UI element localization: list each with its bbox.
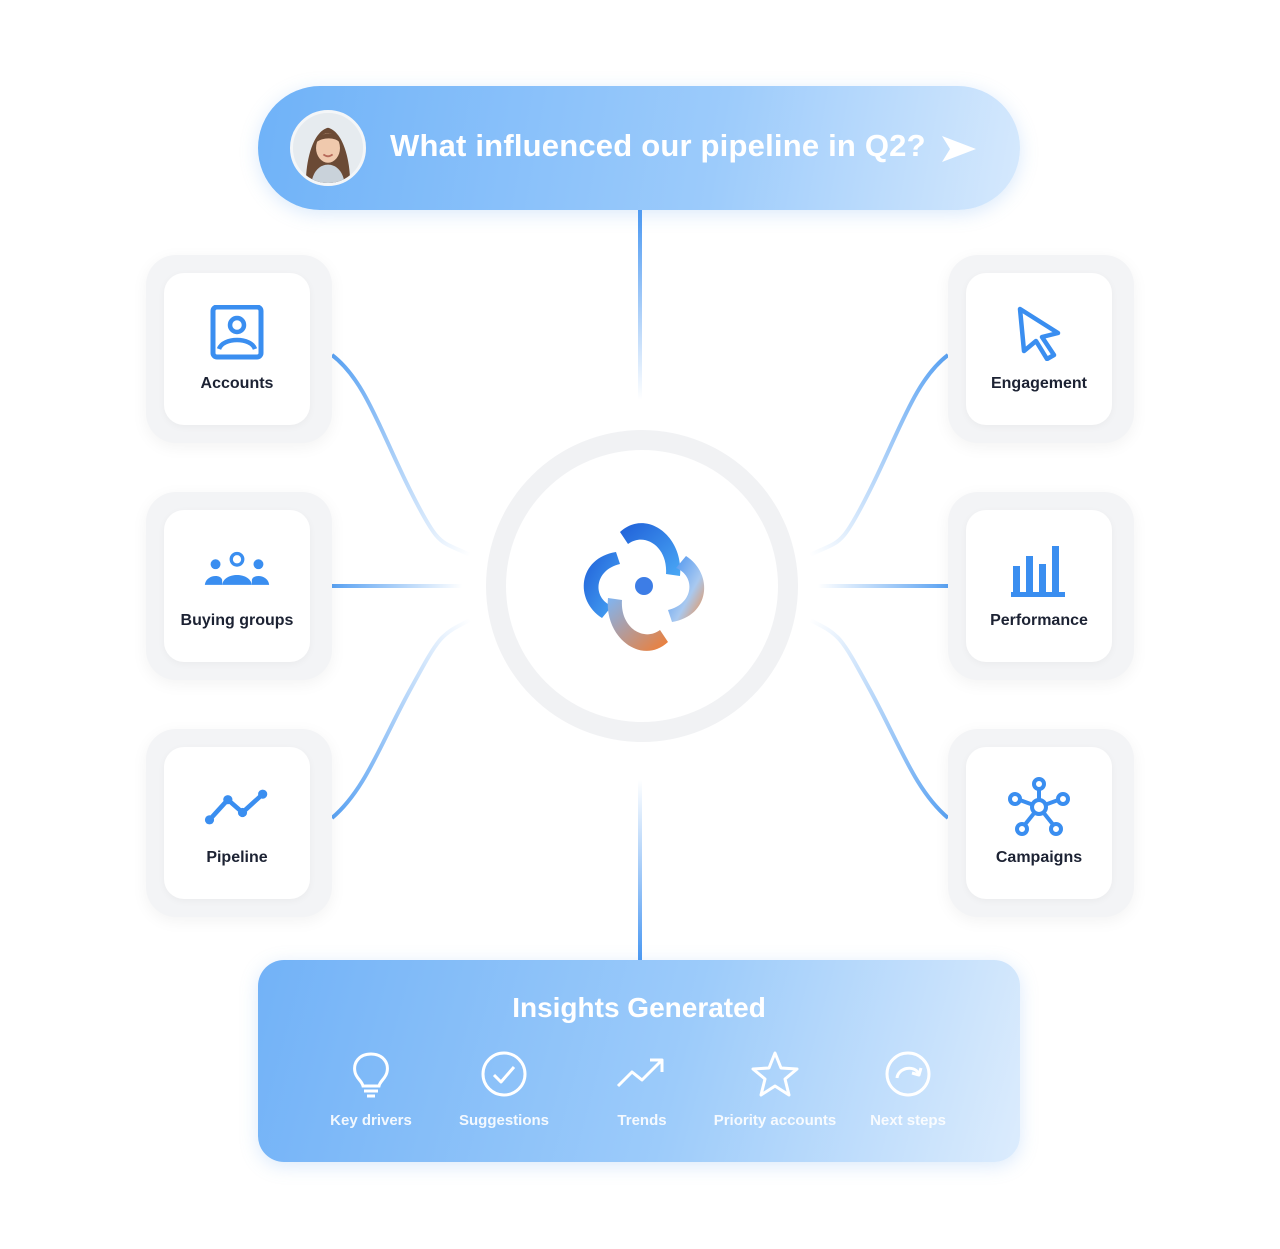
lightbulb-icon (353, 1052, 389, 1098)
card-performance[interactable]: Performance (966, 510, 1112, 662)
card-campaigns-frame: Campaigns (948, 729, 1134, 917)
insight-suggestions[interactable]: Suggestions (429, 1048, 579, 1138)
cursor-pointer-icon (1006, 303, 1072, 363)
card-accounts-frame: Accounts (146, 255, 332, 443)
connector-top (638, 210, 642, 400)
avatar-photo-icon (293, 113, 363, 183)
insights-panel: Insights Generated Key drivers Suggestio… (258, 960, 1020, 1162)
people-group-icon (204, 540, 270, 600)
connector-engagement (809, 353, 950, 557)
star-icon (751, 1051, 799, 1097)
card-label: Campaigns (995, 849, 1083, 866)
connector-buying-groups (332, 584, 462, 588)
user-avatar (290, 110, 366, 186)
connector-accounts (330, 353, 471, 557)
card-label: Performance (990, 612, 1088, 629)
insight-label: Key drivers (330, 1112, 412, 1129)
insight-priority-accounts[interactable]: Priority accounts (700, 1048, 850, 1138)
insight-key-drivers[interactable]: Key drivers (296, 1048, 446, 1138)
account-portrait-icon (204, 303, 270, 363)
redo-circle-icon (885, 1051, 931, 1097)
card-accounts[interactable]: Accounts (164, 273, 310, 425)
insights-title: Insights Generated (512, 992, 766, 1023)
card-label: Pipeline (206, 849, 268, 866)
card-performance-frame: Performance (948, 492, 1134, 680)
card-pipeline[interactable]: Pipeline (164, 747, 310, 899)
query-bar[interactable]: What influenced our pipeline in Q2? (258, 86, 1020, 210)
bar-chart-icon (1006, 540, 1072, 600)
center-hub (486, 430, 798, 742)
insight-trends[interactable]: Trends (567, 1048, 717, 1138)
send-icon[interactable] (938, 128, 980, 170)
card-engagement[interactable]: Engagement (966, 273, 1112, 425)
connector-pipeline (330, 618, 471, 820)
insight-label: Priority accounts (713, 1112, 837, 1129)
insight-label: Next steps (870, 1112, 946, 1129)
insight-label: Suggestions (458, 1112, 549, 1129)
trend-up-icon (616, 1058, 664, 1088)
card-buying-groups-frame: Buying groups (146, 492, 332, 680)
connector-campaigns (809, 618, 950, 820)
connector-performance (818, 584, 948, 588)
check-circle-icon (481, 1051, 527, 1097)
insight-label: Trends (617, 1112, 667, 1129)
trend-line-icon (204, 777, 270, 837)
center-hub-core (506, 450, 778, 722)
card-label: Engagement (990, 375, 1087, 392)
card-engagement-frame: Engagement (948, 255, 1134, 443)
card-label: Accounts (200, 375, 274, 392)
connector-bottom (638, 780, 642, 960)
insight-next-steps[interactable]: Next steps (833, 1048, 983, 1138)
brand-logo-icon (583, 523, 705, 651)
card-pipeline-frame: Pipeline (146, 729, 332, 917)
query-text[interactable]: What influenced our pipeline in Q2? (390, 128, 926, 163)
card-campaigns[interactable]: Campaigns (966, 747, 1112, 899)
card-label: Buying groups (180, 612, 294, 629)
network-hub-icon (1006, 777, 1072, 837)
card-buying-groups[interactable]: Buying groups (164, 510, 310, 662)
